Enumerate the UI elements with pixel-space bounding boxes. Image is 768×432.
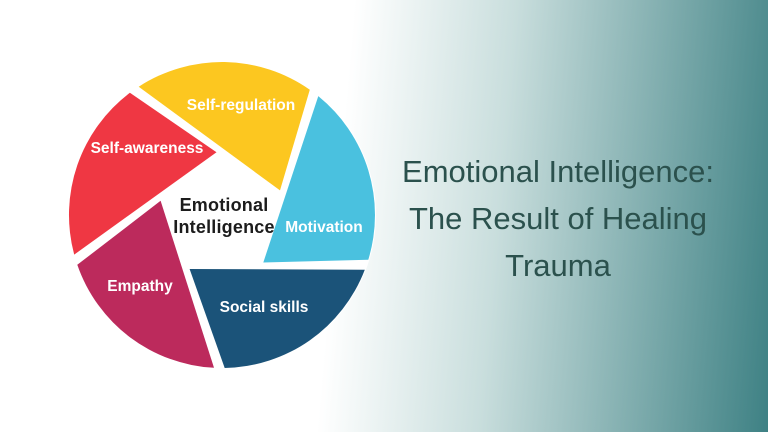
segment-label-self-regulation: Self-regulation xyxy=(187,97,296,114)
segment-label-empathy: Empathy xyxy=(107,278,173,295)
segment-social-skills xyxy=(189,269,365,368)
segment-label-self-awareness: Self-awareness xyxy=(91,140,204,157)
segment-label-social-skills: Social skills xyxy=(220,299,309,316)
segment-self-regulation xyxy=(138,62,310,191)
center-label-line-1: Emotional xyxy=(179,195,269,215)
diagram-center-label: Emotional Intelligence xyxy=(124,194,324,238)
slide-title: Emotional Intelligence: The Result of He… xyxy=(366,148,750,289)
center-label-line-2: Intelligence xyxy=(173,217,275,237)
slide-title-line-1: Emotional Intelligence: xyxy=(402,154,714,189)
segment-motivation xyxy=(263,96,375,263)
segment-empathy xyxy=(77,200,214,368)
slide-title-line-3: Trauma xyxy=(505,248,611,283)
segment-self-awareness xyxy=(68,92,217,255)
segment-label-motivation: Motivation xyxy=(285,219,363,236)
slide-title-line-2: The Result of Healing xyxy=(408,201,708,236)
